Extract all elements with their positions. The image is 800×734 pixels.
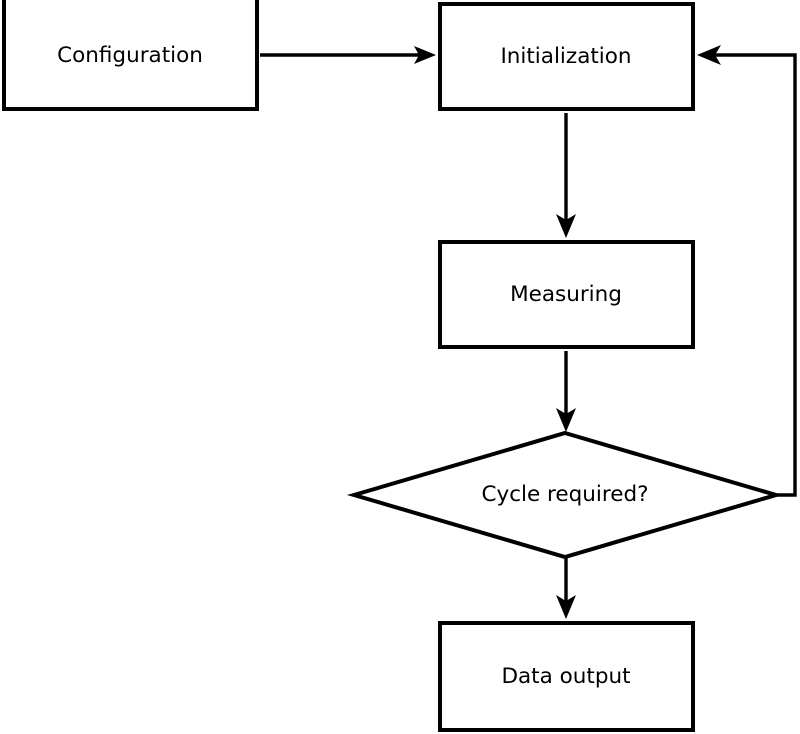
measuring-label: Measuring [510,282,622,307]
node-cycle-required[interactable]: Cycle required? [346,430,784,560]
initialization-label: Initialization [500,44,631,69]
node-configuration[interactable]: Configuration [2,0,259,111]
arrowhead-down-icon [556,408,576,432]
edge-measuring-to-cycle-required [556,351,576,432]
arrowhead-right-icon [414,46,436,64]
cycle-required-diamond[interactable] [346,430,784,560]
data-output-box[interactable] [438,621,695,732]
node-data-output[interactable]: Data output [438,621,695,732]
arrowhead-down-icon [556,595,576,619]
node-measuring[interactable]: Measuring [438,240,695,349]
arrowhead-left-icon [697,45,721,65]
edge-cycle-required-to-data-output [556,557,576,619]
configuration-box[interactable] [2,0,259,111]
edge-initialization-to-measuring [556,113,576,238]
arrowhead-down-icon [556,214,576,238]
measuring-box[interactable] [438,240,695,349]
cycle-required-label: Cycle required? [481,482,648,507]
edge-configuration-to-initialization [260,46,436,64]
feedback-loop-line [711,53,797,497]
data-output-label: Data output [501,664,630,689]
initialization-box[interactable] [438,2,695,111]
edge-cycle-required-to-initialization [697,45,797,497]
configuration-label: Configuration [57,43,203,68]
node-initialization[interactable]: Initialization [438,2,695,111]
